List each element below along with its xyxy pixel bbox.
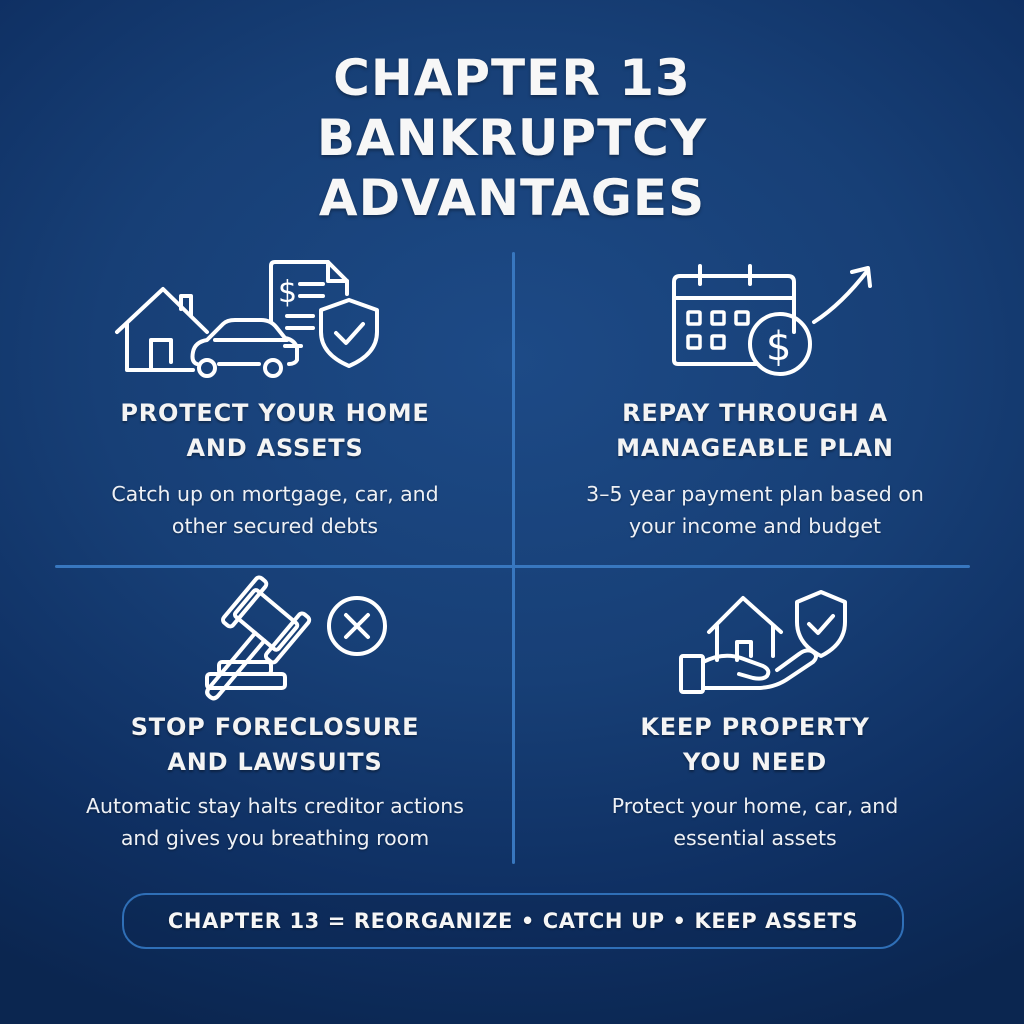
advantage-description: Protect your home, car, and essential as… <box>611 794 899 850</box>
horizontal-divider <box>55 565 970 568</box>
summary-tagline-pill: CHAPTER 13 = REORGANIZE • CATCH UP • KEE… <box>122 893 904 949</box>
hand-house-shield-icon <box>677 584 852 696</box>
advantage-stop-foreclosure: STOP FORECLOSURE AND LAWSUITS Automatic … <box>45 570 505 870</box>
advantage-repay-plan: $ REPAY THROUGH A MANAGEABLE PLAN 3–5 ye… <box>525 250 985 560</box>
title-line-2: BANKRUPTCY <box>316 109 708 167</box>
advantage-description: 3–5 year payment plan based on your inco… <box>586 482 924 538</box>
page-title: CHAPTER 13 BANKRUPTCY ADVANTAGES <box>0 48 1024 228</box>
advantage-heading: KEEP PROPERTY YOU NEED <box>640 713 870 776</box>
svg-text:$: $ <box>278 275 297 310</box>
advantage-heading: PROTECT YOUR HOME AND ASSETS <box>120 399 430 462</box>
svg-text:$: $ <box>766 324 791 370</box>
summary-tagline: CHAPTER 13 = REORGANIZE • CATCH UP • KEE… <box>167 909 859 933</box>
advantage-heading: REPAY THROUGH A MANAGEABLE PLAN <box>616 399 894 462</box>
advantage-protect-home: $ PROTECT YOUR HOME AND ASSETS Catch up … <box>45 250 505 560</box>
vertical-divider <box>512 252 515 864</box>
calendar-dollar-arrow-icon: $ <box>670 260 880 378</box>
advantage-keep-property: KEEP PROPERTY YOU NEED Protect your home… <box>525 570 985 870</box>
title-line-1: CHAPTER 13 <box>333 49 691 107</box>
advantage-heading: STOP FORECLOSURE AND LAWSUITS <box>130 713 420 776</box>
title-line-3: ADVANTAGES <box>318 169 706 227</box>
advantage-description: Catch up on mortgage, car, and other sec… <box>111 482 439 538</box>
gavel-cancel-icon <box>197 575 387 701</box>
house-car-document-shield-icon: $ <box>115 254 385 378</box>
advantage-description: Automatic stay halts creditor actions an… <box>86 794 464 850</box>
